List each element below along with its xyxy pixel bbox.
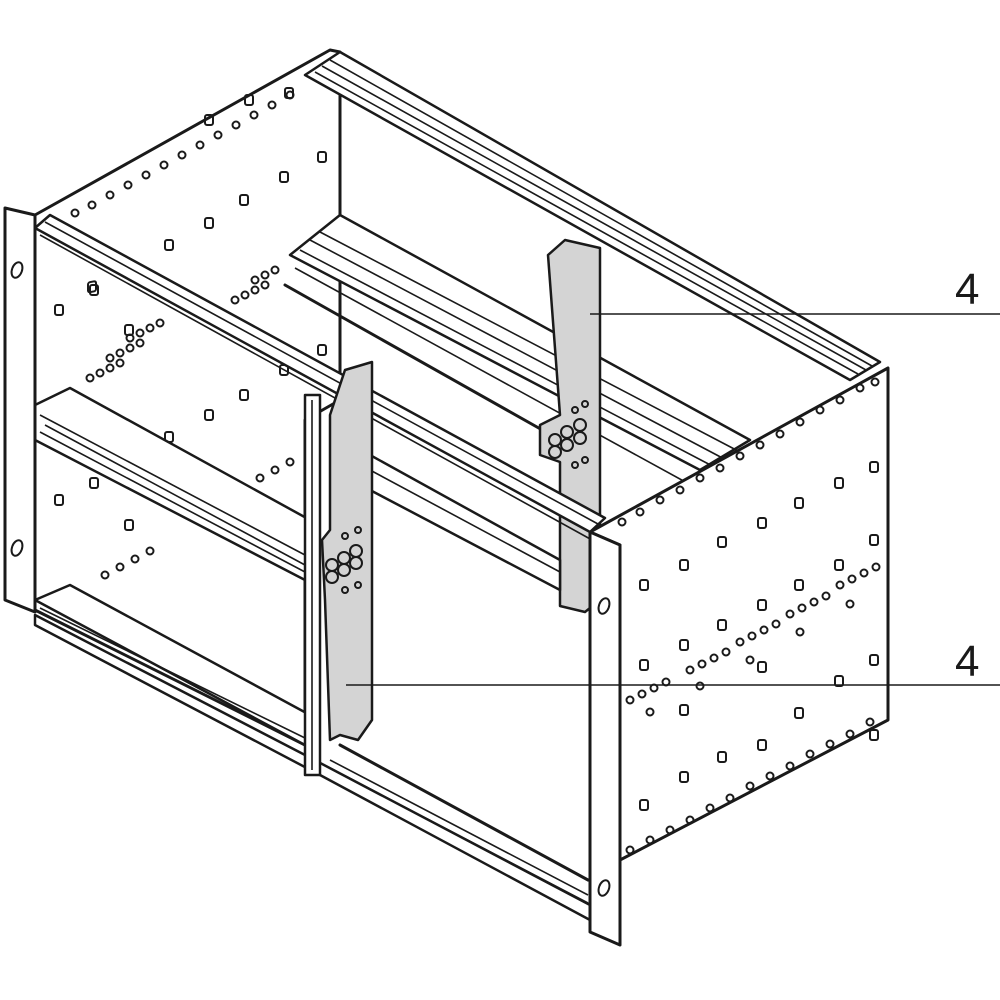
right-panel-diagonal-band <box>625 562 881 717</box>
diagonal-hole-band <box>85 265 295 580</box>
middle-front-rail <box>33 386 562 592</box>
callout-label-front-bracket: 4 <box>955 637 980 686</box>
right-front-flange <box>588 530 622 947</box>
bracket-holes <box>325 526 363 594</box>
top-front-rail <box>33 213 607 541</box>
mounting-slot-icon <box>10 539 24 557</box>
mounting-slot-icon <box>10 261 24 279</box>
center-front-post <box>303 393 322 777</box>
callout-label-rear-bracket: 4 <box>955 265 980 314</box>
right-side-panel <box>588 366 890 862</box>
right-panel-bottom-edge-holes <box>625 717 875 855</box>
front-support-bracket <box>320 360 374 742</box>
right-panel-square-holes <box>639 461 879 811</box>
mounting-slot-icon <box>597 879 611 897</box>
bracket-holes <box>548 400 589 469</box>
left-side-panel <box>33 48 342 747</box>
left-front-flange <box>3 206 37 614</box>
edge-hole-row-top <box>70 90 295 218</box>
right-panel-top-edge-holes <box>617 377 880 527</box>
mounting-slot-icon <box>597 597 611 615</box>
panel-holes <box>54 87 327 531</box>
top-rear-rail <box>303 50 882 382</box>
